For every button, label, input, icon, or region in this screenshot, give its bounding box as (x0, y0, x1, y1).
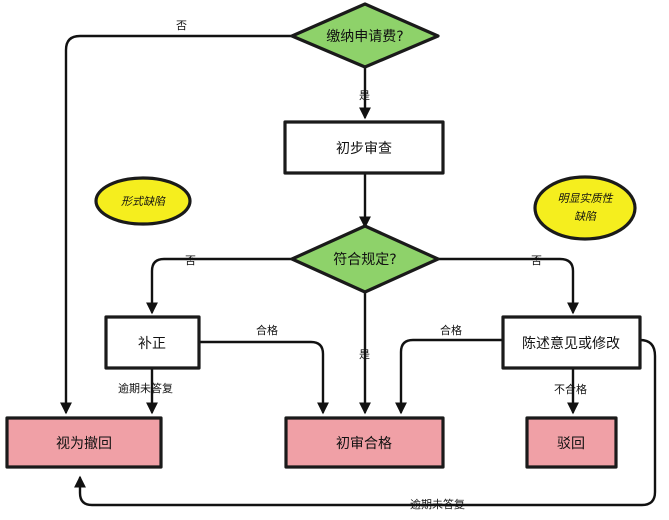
edge-correction-ok (197, 340, 329, 415)
edge-compliant-no-left (146, 257, 294, 315)
edge-statement-overdue (74, 338, 657, 507)
result-passed-text: 初审合格 (336, 435, 392, 452)
note-substantive-defect-line1: 明显实质性 (558, 192, 614, 205)
process-statement: 陈述意见或修改 (501, 315, 642, 370)
decision-pay-fee-text: 缴纳申请费? (326, 29, 403, 45)
diamond-shape (290, 2, 440, 69)
edge-compliant-no-right (436, 257, 579, 315)
label-compliant-no-left: 否 (185, 254, 196, 267)
label-pay-no: 否 (176, 19, 187, 32)
process-correction-text: 补正 (138, 336, 166, 352)
note-formal-defect: 形式缺陷 (94, 176, 192, 226)
diamond-shape (290, 224, 440, 294)
edge-statement-ok (395, 338, 505, 415)
label-statement-fail: 不合格 (554, 382, 587, 396)
note-shape (94, 176, 192, 226)
box-shape (501, 315, 642, 370)
note-shape (533, 175, 637, 241)
result-deemed-withdrawn: 视为撤回 (5, 416, 163, 469)
result-deemed-withdrawn-text: 视为撤回 (56, 436, 112, 452)
label-compliant-yes: 是 (359, 348, 370, 361)
box-shape (284, 416, 445, 469)
label-correction-ok: 合格 (256, 323, 278, 337)
result-rejected: 驳回 (525, 416, 618, 469)
edge-pay-no (60, 34, 294, 415)
result-passed: 初审合格 (284, 416, 445, 469)
process-preliminary-review-text: 初步审查 (336, 140, 392, 157)
note-substantive-defect-line2: 缺陷 (574, 210, 597, 223)
label-statement-ok: 合格 (440, 323, 462, 337)
result-rejected-text: 驳回 (557, 436, 585, 452)
label-correction-overdue: 逾期未答复 (118, 381, 173, 395)
decision-pay-fee: 缴纳申请费? (290, 2, 440, 69)
decision-compliant: 符合规定? (290, 224, 440, 294)
edge-labels: 否 是 否 否 合格 合格 是 逾期未答复 不合格 逾期未答复 (118, 19, 587, 511)
process-correction: 补正 (104, 315, 201, 370)
process-preliminary-review: 初步审查 (283, 120, 445, 175)
label-pay-yes: 是 (359, 89, 370, 102)
decision-compliant-text: 符合规定? (333, 252, 396, 268)
edges (60, 34, 657, 507)
process-statement-text: 陈述意见或修改 (522, 335, 620, 352)
note-substantive-defect: 明显实质性 缺陷 (533, 175, 637, 241)
box-shape (283, 120, 445, 175)
box-shape (525, 416, 618, 469)
box-shape (104, 315, 201, 370)
note-formal-defect-text: 形式缺陷 (121, 195, 166, 208)
label-statement-overdue: 逾期未答复 (410, 497, 465, 511)
box-shape (5, 416, 163, 469)
label-compliant-no-right: 否 (531, 254, 542, 267)
